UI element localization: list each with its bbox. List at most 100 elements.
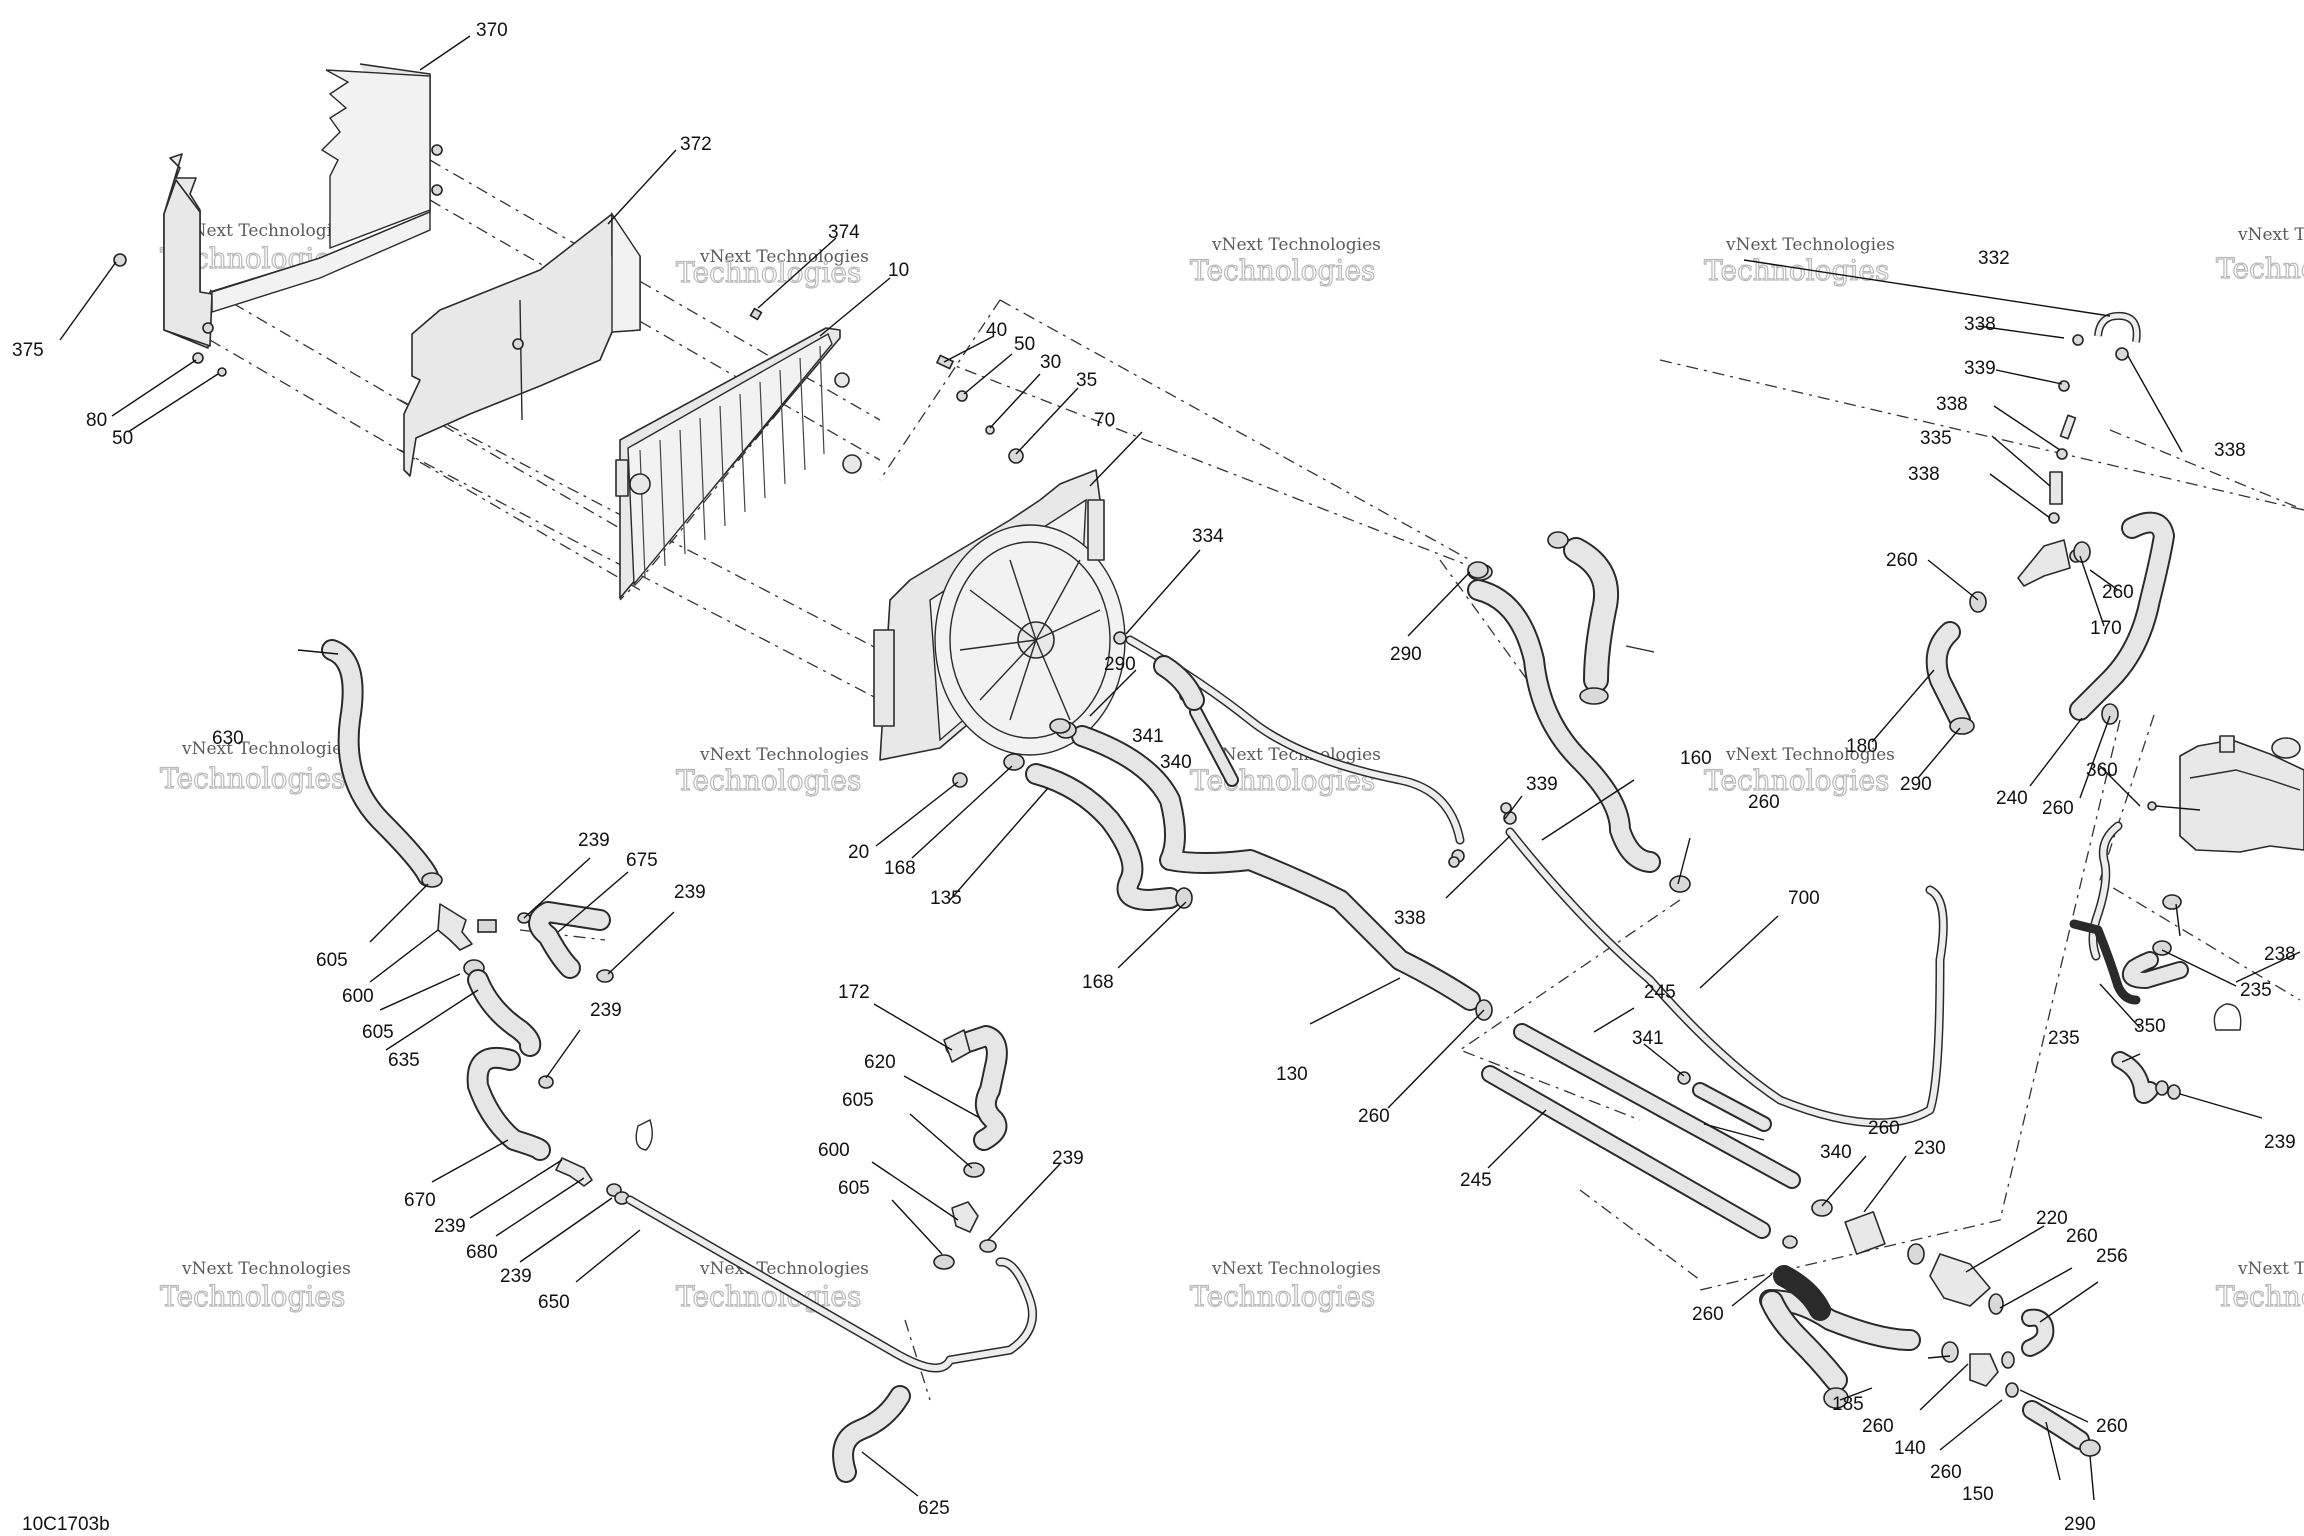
callout-370: 370 — [476, 20, 508, 41]
hose — [1467, 531, 1691, 893]
callout-260: 260 — [1358, 1106, 1390, 1127]
callout-605: 605 — [838, 1178, 870, 1199]
callout-290: 290 — [2064, 1514, 2096, 1535]
callout-375: 375 — [12, 340, 44, 361]
callout-260: 260 — [1748, 792, 1780, 813]
callout-256: 256 — [2096, 1246, 2128, 1267]
callout-35: 35 — [1076, 370, 1097, 391]
watermark: vNext Technologies Technologies — [1189, 1259, 1381, 1314]
callout-372: 372 — [680, 134, 712, 155]
watermark-layer: vNext Technologies Technologies vNext Te… — [159, 221, 2304, 1314]
hose-clamps — [1049, 561, 1512, 868]
callout-374: 374 — [828, 222, 860, 243]
watermark-text: vNext Technologies — [1211, 1259, 1381, 1279]
callout-600: 600 — [342, 986, 374, 1007]
callout-335: 335 — [1920, 428, 1952, 449]
callout-168: 168 — [884, 858, 916, 879]
callout-341: 341 — [1132, 726, 1164, 747]
callout-10: 10 — [888, 260, 909, 281]
callout-239: 239 — [434, 1216, 466, 1237]
callout-leaders — [59, 35, 2301, 1501]
callout-340: 340 — [1820, 1142, 1852, 1163]
watermark: vNext Technologies Technologies — [2215, 1259, 2304, 1314]
callout-605: 605 — [362, 1022, 394, 1043]
callout-600: 600 — [818, 1140, 850, 1161]
watermark: vNext Technologies Technologies — [159, 739, 351, 796]
callout-260: 260 — [2066, 1226, 2098, 1247]
callout-235: 235 — [2048, 1028, 2080, 1049]
watermark: vNext Technologies Technologies — [1703, 235, 1894, 288]
callout-360: 360 — [2086, 760, 2118, 781]
callout-150: 150 — [1962, 1484, 1994, 1505]
watermark-text: Technologies — [1704, 764, 1889, 797]
watermark: vNext Technologies Technologies — [159, 1259, 350, 1314]
callout-180: 180 — [1846, 736, 1878, 757]
callout-260: 260 — [2096, 1416, 2128, 1437]
watermark: vNext Technologies Technologies — [2215, 225, 2304, 286]
hose — [1055, 721, 1493, 1021]
callout-605: 605 — [842, 1090, 874, 1111]
callout-605: 605 — [316, 950, 348, 971]
callout-260: 260 — [1862, 1416, 1894, 1437]
callout-260: 260 — [1930, 1462, 1962, 1483]
radiator-fan-assembly — [873, 469, 1126, 761]
coolant-expansion-tank — [2069, 735, 2304, 1104]
watermark: vNext Technologies Technologies — [675, 247, 869, 290]
bleed-valve-assembly — [1925, 311, 2175, 735]
callout-220: 220 — [2036, 1208, 2068, 1229]
watermark-text: Technologies — [160, 1280, 345, 1313]
watermark-text: Technologies — [676, 764, 861, 797]
callout-239: 239 — [500, 1266, 532, 1287]
callout-341: 341 — [1632, 1028, 1664, 1049]
callout-239: 239 — [578, 830, 610, 851]
watermark-text: vNext Technologies — [699, 745, 869, 765]
watermark-text: Technologies — [1190, 1280, 1375, 1313]
callout-339: 339 — [1964, 358, 1996, 379]
watermark-text: vNext Technologies — [1725, 745, 1895, 765]
callout-160: 160 — [1680, 748, 1712, 769]
callout-239: 239 — [674, 882, 706, 903]
watermark-text: vNext Technologies — [699, 247, 869, 267]
figure-reference-code: 10C1703b — [22, 1514, 110, 1535]
radiator-bracket — [163, 63, 443, 349]
watermark-text: vNext Technologies — [1211, 235, 1381, 255]
callout-239: 239 — [1052, 1148, 1084, 1169]
callout-260: 260 — [1868, 1118, 1900, 1139]
watermark-text: vNext Technologies — [181, 739, 351, 759]
radiator-shroud-panel — [403, 211, 641, 477]
callout-230: 230 — [1914, 1138, 1946, 1159]
watermark-text: vNext Technologies — [181, 221, 351, 241]
watermark-text: Technologies — [2216, 1280, 2304, 1313]
callout-338: 338 — [1394, 908, 1426, 929]
callout-350: 350 — [2134, 1016, 2166, 1037]
coolant-tube — [625, 1195, 1037, 1373]
callout-338: 338 — [1964, 314, 1996, 335]
callout-700: 700 — [1788, 888, 1820, 909]
callout-20: 20 — [848, 842, 869, 863]
watermark-text: Technologies — [2216, 252, 2304, 285]
callout-140: 140 — [1894, 1438, 1926, 1459]
callout-239: 239 — [590, 1000, 622, 1021]
callout-340: 340 — [1160, 752, 1192, 773]
callout-675: 675 — [626, 850, 658, 871]
callout-238: 238 — [2264, 944, 2296, 965]
callout-170: 170 — [2090, 618, 2122, 639]
hose — [321, 639, 443, 888]
watermark: vNext Technologies Technologies — [675, 745, 869, 798]
callout-338: 338 — [2214, 440, 2246, 461]
callout-70: 70 — [1094, 410, 1115, 431]
callout-650: 650 — [538, 1292, 570, 1313]
callout-50: 50 — [1014, 334, 1035, 355]
callout-80: 80 — [86, 410, 107, 431]
callout-625: 625 — [918, 1498, 950, 1519]
coolant-tube — [1503, 811, 1948, 1128]
callout-338: 338 — [1908, 464, 1940, 485]
callout-620: 620 — [864, 1052, 896, 1073]
hose — [1003, 753, 1193, 911]
fasteners — [113, 253, 1024, 788]
callout-245: 245 — [1644, 982, 1676, 1003]
callout-235: 235 — [2240, 980, 2272, 1001]
callout-670: 670 — [404, 1190, 436, 1211]
thermostat-assembly — [1759, 1199, 2101, 1457]
